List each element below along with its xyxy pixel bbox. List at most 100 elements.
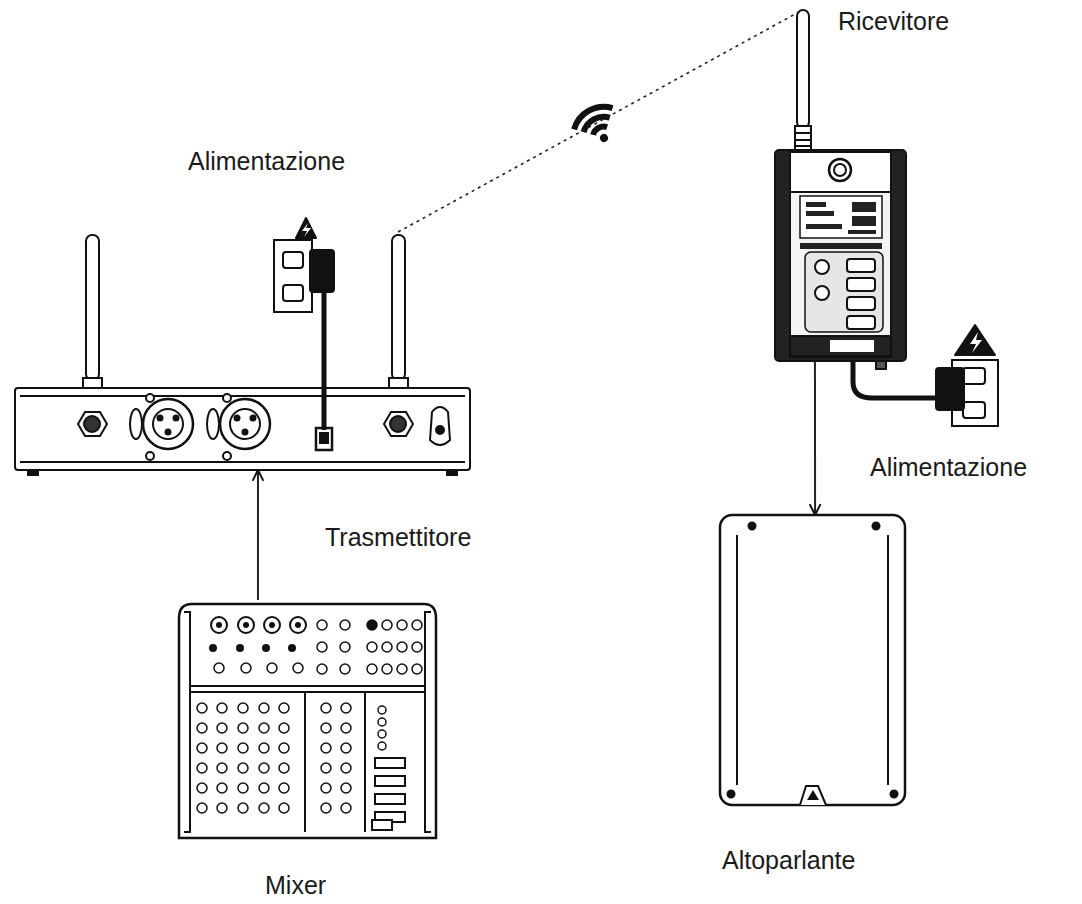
mixer-knobs-part	[259, 723, 269, 733]
mixer-knobs-part	[279, 763, 289, 773]
receiver-unit-part	[806, 224, 842, 229]
mixer-console-part	[364, 692, 366, 832]
mixer-knobs-part	[217, 743, 227, 753]
mixer-console-part	[304, 692, 306, 832]
mixer-knobs-part	[321, 783, 331, 793]
mixer-knobs-part	[367, 664, 377, 674]
transmitter-unit-part	[146, 394, 154, 402]
mixer-knobs-part	[321, 743, 331, 753]
mixer-knobs-part	[378, 742, 386, 750]
transmitter-unit-part	[20, 461, 465, 463]
transmitter-unit-part	[84, 416, 100, 432]
mixer-knobs-part	[259, 703, 269, 713]
mixer-knobs-part	[279, 783, 289, 793]
speaker-cabinet-part	[891, 791, 898, 798]
power-label: Alimentazione	[188, 146, 345, 176]
receiver-power-part	[963, 368, 985, 384]
receiver-unit-part	[806, 211, 834, 216]
transmitter-power-part	[322, 290, 327, 430]
signal-arrow	[257, 470, 259, 600]
receiver-unit-part	[800, 196, 882, 238]
mixer-knobs-part	[259, 803, 269, 813]
speaker-cabinet	[720, 515, 905, 805]
mixer-knobs-part	[341, 703, 351, 713]
mixer-knobs-part	[217, 803, 227, 813]
power-label: Alimentazione	[870, 452, 1027, 482]
mixer-knobs-part	[217, 703, 227, 713]
mixer-knobs-part	[238, 703, 248, 713]
device-box: Altoparlante	[720, 515, 905, 805]
receiver-unit-part	[797, 10, 809, 128]
receiver-unit-part	[800, 243, 882, 249]
speaker-cabinet-part	[720, 515, 905, 805]
mixer-console-part	[375, 794, 405, 804]
mixer-knobs-part	[295, 622, 301, 628]
mixer-knobs-part	[197, 803, 207, 813]
transmitter-power-part	[274, 240, 312, 312]
receiver-power-part	[853, 361, 940, 398]
receiver-unit-part	[848, 230, 876, 234]
mixer-console-part	[179, 604, 436, 838]
receiver-unit-part	[829, 159, 851, 181]
receiver-unit-part	[834, 164, 846, 176]
receiver-unit-part	[815, 286, 829, 300]
mixer-console-part	[372, 820, 392, 830]
mixer-knobs-part	[216, 622, 222, 628]
transmitter-unit-part	[130, 409, 142, 439]
transmitter-unit-part	[243, 430, 248, 435]
wifi-symbol	[570, 100, 626, 152]
mixer-knobs-part	[269, 622, 275, 628]
transmitter-unit	[15, 235, 470, 475]
transmitter-unit-part	[220, 399, 270, 449]
mixer-knobs-part	[340, 664, 350, 674]
transmitter-unit-part	[251, 416, 256, 421]
mixer-knobs	[197, 617, 422, 813]
device-label: Mixer	[265, 870, 326, 900]
transmitter-unit-part	[235, 416, 240, 421]
transmitter-power-part	[296, 218, 316, 238]
speaker-cabinet-part	[736, 535, 738, 785]
transmitter-unit-part	[86, 235, 99, 380]
wifi-symbol-part	[599, 133, 610, 144]
transmitter-unit-part	[230, 409, 260, 439]
receiver-unit-part	[876, 361, 886, 369]
transmitter-power-part	[283, 252, 303, 268]
mixer-console-part	[190, 691, 425, 693]
mixer-knobs-part	[382, 664, 392, 674]
transmitter-unit-part	[320, 433, 328, 443]
speaker-cabinet-part	[873, 523, 880, 530]
receiver-unit-part	[805, 252, 883, 332]
speaker-cabinet-part	[749, 523, 756, 530]
transmitter-unit-part	[223, 394, 231, 402]
mixer-console-part	[375, 758, 405, 768]
receiver-unit-part	[847, 316, 875, 329]
receiver-unit-part	[852, 216, 876, 226]
receiver-unit-part	[852, 202, 876, 212]
mixer-knobs-part	[279, 703, 289, 713]
receiver-unit-part	[790, 152, 891, 357]
mixer-knobs-part	[378, 706, 386, 714]
speaker-cabinet-part	[800, 786, 826, 805]
transmitter-power	[274, 218, 334, 430]
mixer-knobs-part	[378, 718, 386, 726]
mixer-console-part	[425, 612, 431, 832]
mixer-knobs-part	[341, 783, 351, 793]
mixer-knobs-part	[238, 763, 248, 773]
mixer-knobs-part	[397, 642, 407, 652]
mixer-knobs-part	[412, 642, 422, 652]
receiver-unit	[775, 10, 906, 369]
receiver-unit-part	[847, 259, 875, 272]
transmitter-unit-part	[384, 412, 413, 436]
transmitter-unit-part	[174, 416, 179, 421]
mixer-knobs-part	[241, 663, 251, 673]
mixer-knobs-part	[197, 703, 207, 713]
mixer-console	[179, 604, 436, 838]
receiver-unit-part	[795, 132, 811, 134]
mixer-knobs-part	[293, 663, 303, 673]
mixer-knobs-part	[317, 664, 327, 674]
transmitter-unit-part	[28, 470, 38, 475]
mixer-knobs-part	[238, 723, 248, 733]
speaker-cabinet-part	[728, 791, 735, 798]
